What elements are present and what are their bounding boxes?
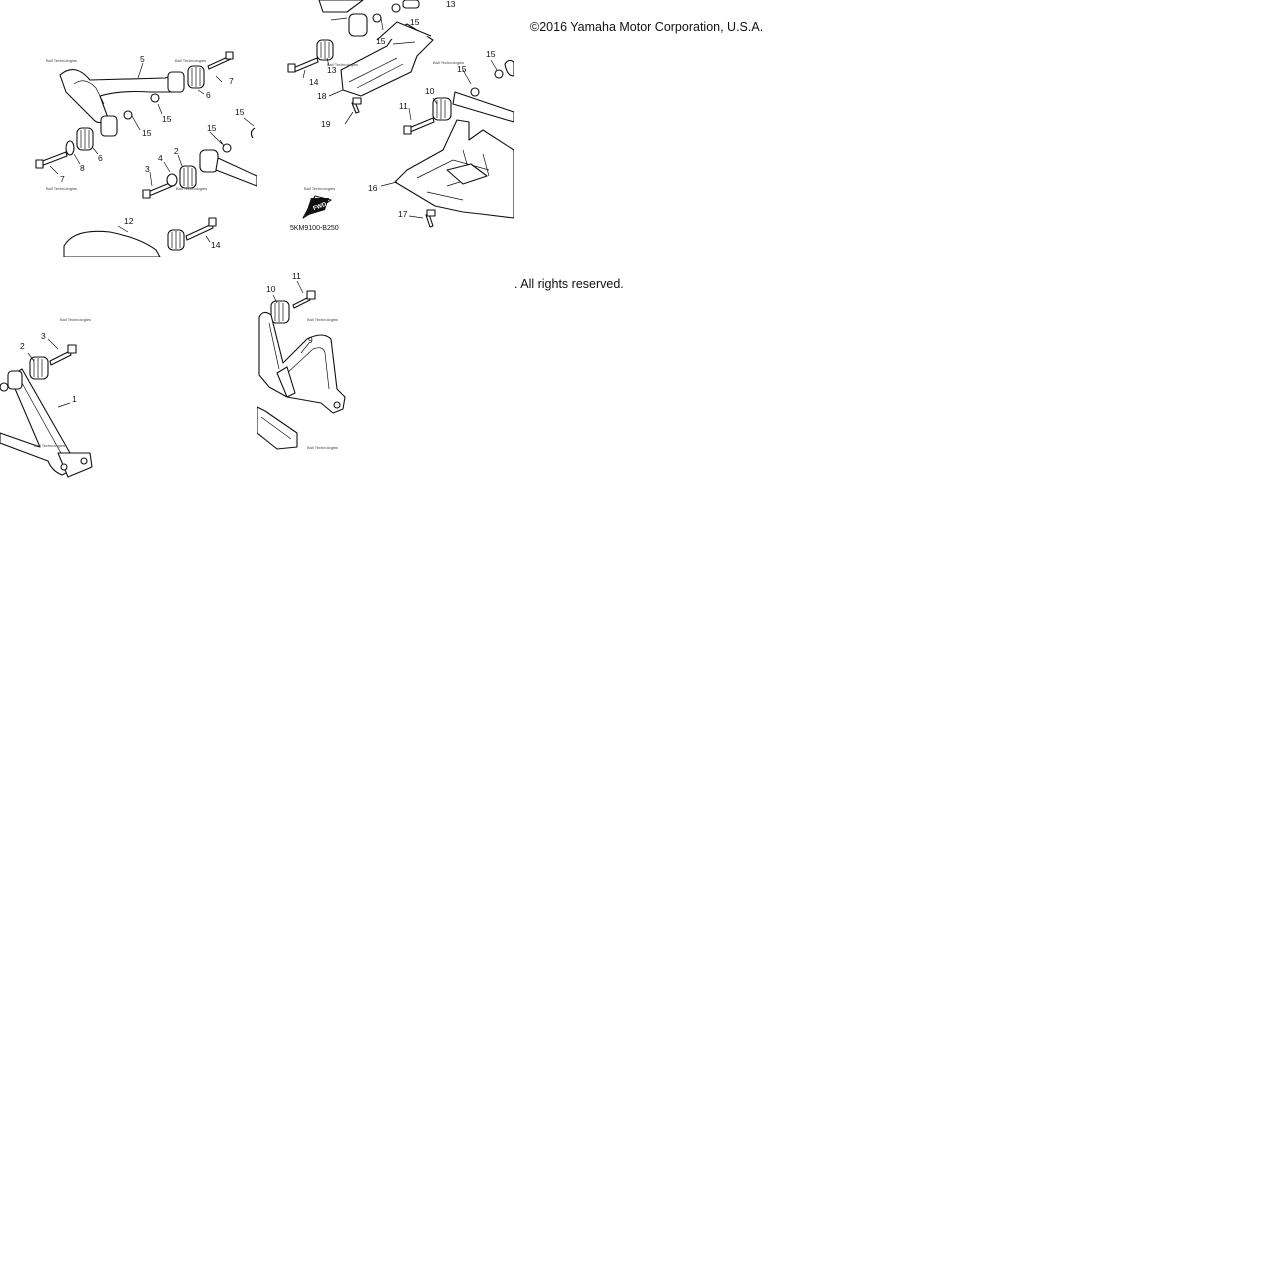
rear-arm-lower-left: Ball Technologies Ball Technologies 3 2 …	[0, 317, 93, 478]
callout-number: 14	[211, 240, 221, 250]
callout-number: 10	[425, 86, 435, 96]
callout-number: 3	[41, 331, 46, 341]
stamp-text: Ball Technologies	[46, 186, 77, 191]
stamp-text: Ball Technologies	[433, 60, 464, 65]
callout-number: 9	[308, 335, 313, 345]
stamp-text: Ball Technologies	[34, 443, 65, 448]
rear-arm-upper-assembly: Ball Technologies Ball Technologies Ball…	[35, 51, 257, 257]
fwd-label: FWD	[313, 202, 329, 213]
callout-number: 15	[207, 123, 217, 133]
callout-number: 7	[229, 76, 234, 86]
callout-number: 7	[60, 174, 65, 184]
stamp-text: Ball Technologies	[176, 186, 207, 191]
callout-number: 14	[309, 77, 319, 87]
callout-number: 13	[327, 65, 337, 75]
callout-number: 4	[158, 153, 163, 163]
callout-number: 12	[124, 216, 134, 226]
callout-number: 15	[142, 128, 152, 138]
callout-number: 15	[376, 36, 386, 46]
stamp-text: Ball Technologies	[46, 58, 77, 63]
callout-number: 8	[80, 163, 85, 173]
diagram-tile-lower-left: Ball Technologies Ball Technologies 3 2 …	[0, 257, 257, 514]
diagram-tile-lower-middle: Ball Technologies Ball Technologies 11 1…	[257, 257, 514, 514]
callout-number: 13	[446, 0, 456, 9]
callout-number: 2	[20, 341, 25, 351]
callout-number: 1	[72, 394, 77, 404]
stamp-text: Ball Technologies	[175, 58, 206, 63]
callout-number: 10	[266, 284, 276, 294]
skid-plate-assembly: FWD Ball Technologies Ball Technologies …	[287, 0, 514, 232]
callout-number: 15	[162, 114, 172, 124]
stamp-text: Ball Technologies	[304, 186, 335, 191]
callout-number: 6	[98, 153, 103, 163]
diagram-tile-upper-left: Ball Technologies Ball Technologies Ball…	[0, 0, 257, 257]
diagram-code: 5KM9100-B250	[290, 225, 339, 232]
callout-number: 11	[292, 271, 301, 281]
copyright-rights: . All rights reserved.	[514, 277, 624, 291]
callout-number: 16	[368, 183, 378, 193]
stamp-text: Ball Technologies	[60, 317, 91, 322]
callout-number: 2	[174, 146, 179, 156]
stamp-text: Ball Technologies	[307, 317, 338, 322]
callout-number: 19	[321, 119, 331, 129]
diagram-tile-upper-middle: FWD Ball Technologies Ball Technologies …	[257, 0, 514, 257]
rear-arm-lower-right: Ball Technologies Ball Technologies 11 1…	[257, 271, 346, 450]
callout-number: 6	[206, 90, 211, 100]
callout-number: 15	[457, 64, 467, 74]
callout-number: 3	[145, 164, 150, 174]
stamp-text: Ball Technologies	[307, 445, 338, 450]
callout-number: 15	[235, 107, 245, 117]
callout-number: 18	[317, 91, 327, 101]
callout-number: 17	[398, 209, 408, 219]
copyright-line: ©2016 Yamaha Motor Corporation, U.S.A.	[530, 20, 764, 34]
callout-number: 15	[410, 17, 420, 27]
fwd-arrow-icon: FWD	[302, 195, 332, 219]
callout-number: 5	[140, 54, 145, 64]
stamp-text: Ball Technologies	[327, 62, 358, 67]
callout-number: 15	[486, 49, 496, 59]
callout-number: 11	[399, 101, 408, 111]
